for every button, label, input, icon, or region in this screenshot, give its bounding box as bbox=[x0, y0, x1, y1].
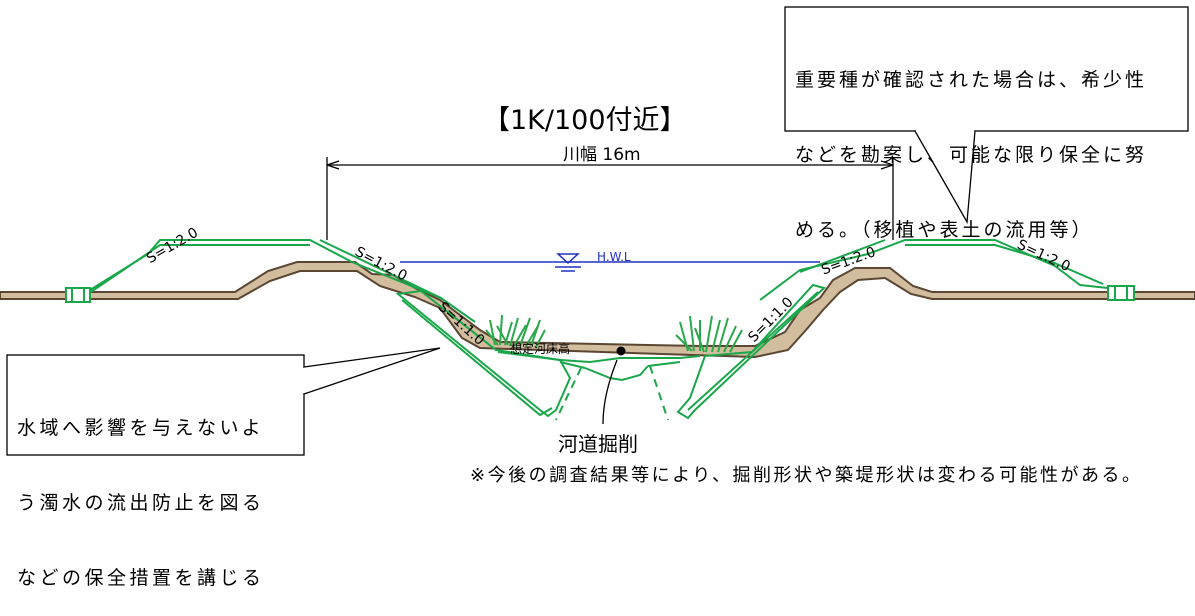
hwl-label: H.W.L bbox=[597, 250, 631, 264]
callout-line: などを勘案し、可能な限り保全に努 bbox=[795, 144, 1148, 166]
callout-left-frame bbox=[6, 347, 441, 456]
levee-outlines bbox=[76, 239, 1109, 420]
bed-height-label: 想定河床高 bbox=[510, 342, 571, 356]
vegetation-left bbox=[485, 314, 546, 348]
excavation-label: 河道掘削 bbox=[558, 432, 638, 456]
ground-profile bbox=[0, 261, 1195, 359]
bed-marker bbox=[616, 346, 626, 356]
page-title: 【1K/100付近】 bbox=[483, 105, 687, 136]
cross-section-diagram bbox=[0, 6, 1195, 456]
callout-line: 重要種が確認された場合は、希少性 bbox=[795, 69, 1148, 91]
excavation-dashed-lines bbox=[555, 365, 669, 421]
river-width-dimension bbox=[326, 157, 894, 240]
river-width-label: 川幅 16m bbox=[563, 145, 641, 165]
hwl-line bbox=[400, 253, 820, 272]
excavation-pointer bbox=[602, 359, 618, 425]
callout-line: める。（移植や表土の流用等） bbox=[795, 219, 1094, 241]
callout-top-right-text: 重要種が確認された場合は、希少性 などを勘案し、可能な限り保全に努 める。（移植… bbox=[795, 18, 1147, 268]
left-drain-structure bbox=[65, 287, 91, 303]
right-drain-structure bbox=[1107, 285, 1135, 301]
callout-line: などの保全措置を講じる bbox=[17, 567, 265, 589]
callout-line: 水域へ影響を与えないよ bbox=[17, 417, 265, 439]
callout-top-right-frame bbox=[784, 6, 1189, 225]
footnote: ※今後の調査結果等により、掘削形状や築堤形状は変わる可能性がある。 bbox=[470, 465, 1143, 486]
callout-left-text: 水域へ影響を与えないよ う濁水の流出防止を図る などの保全措置を講じる bbox=[17, 366, 265, 616]
callout-line: う濁水の流出防止を図る bbox=[17, 492, 265, 514]
vegetation-right bbox=[675, 315, 743, 353]
